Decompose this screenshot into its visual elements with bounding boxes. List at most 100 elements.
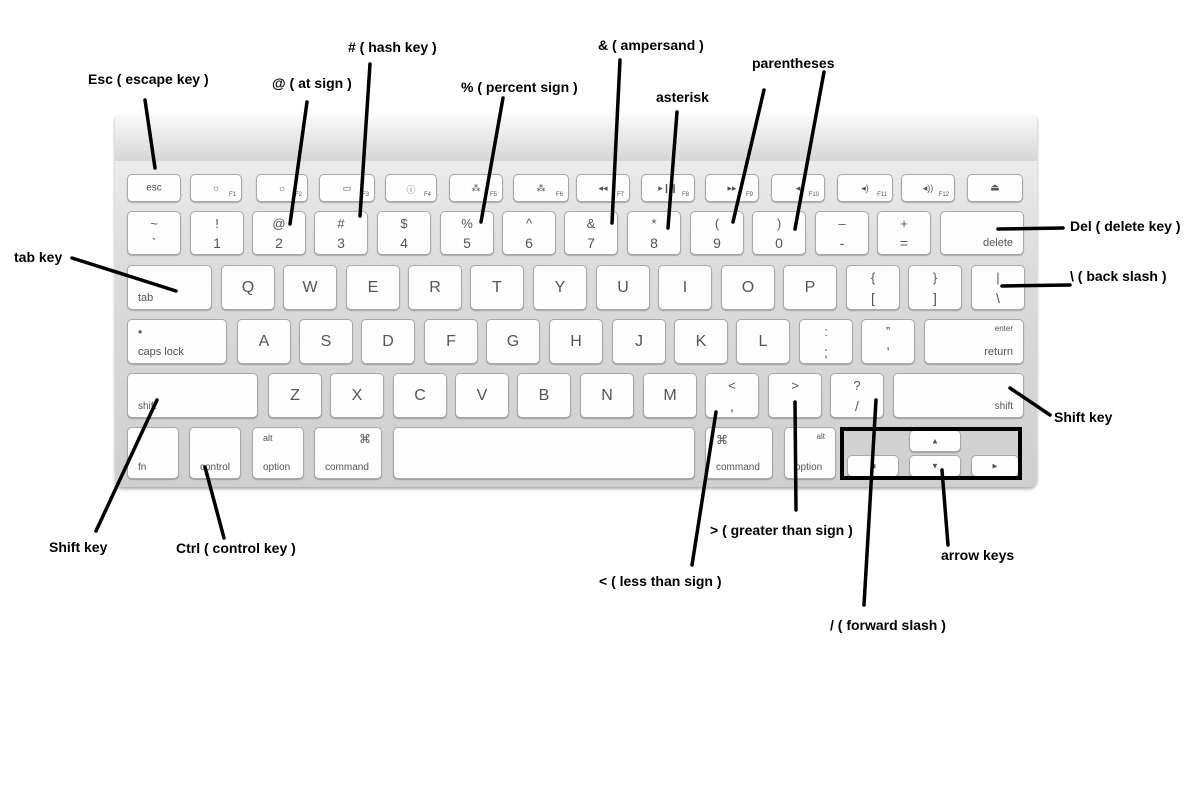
f7-key[interactable]: ◂◂F7 [576, 174, 630, 202]
number-row-key-1[interactable]: !1 [190, 211, 244, 255]
key-q[interactable]: Q [221, 265, 275, 310]
f12-key[interactable]: ◂))F12 [901, 174, 955, 202]
key-x[interactable]: X [330, 373, 384, 418]
number-row-key-12[interactable]: += [877, 211, 931, 255]
key-n[interactable]: N [580, 373, 634, 418]
key-i[interactable]: I [658, 265, 712, 310]
number-row-key-4[interactable]: $4 [377, 211, 431, 255]
number-row-key-5[interactable]: %5 [440, 211, 494, 255]
key-v[interactable]: V [455, 373, 509, 418]
key-legend: enter [994, 324, 1013, 333]
tab-key[interactable]: tab [127, 265, 212, 310]
control-key[interactable]: control [189, 427, 241, 479]
period-key[interactable]: >. [768, 373, 822, 418]
right-shift-key[interactable]: shift [893, 373, 1024, 418]
esc-key[interactable]: esc [127, 174, 181, 202]
key-o[interactable]: O [721, 265, 775, 310]
f1-key[interactable]: ☼F1 [190, 174, 242, 202]
leader-ctrl [203, 465, 226, 540]
right-command-key[interactable]: ⌘command [705, 427, 773, 479]
key-m[interactable]: M [643, 373, 697, 418]
f11-key[interactable]: ◂)F11 [837, 174, 893, 202]
f6-key[interactable]: ⁂F6 [513, 174, 569, 202]
key-e[interactable]: E [346, 265, 400, 310]
key-legend: N [601, 386, 613, 404]
key-fn-label: F8 [681, 192, 689, 198]
key-legend: Y [554, 278, 566, 296]
key-h[interactable]: H [549, 319, 603, 364]
key-k[interactable]: K [674, 319, 728, 364]
key-b[interactable]: B [517, 373, 571, 418]
bracket-right-key[interactable]: }] [908, 265, 962, 310]
quote-key[interactable]: ”’ [861, 319, 915, 364]
key-f[interactable]: F [424, 319, 478, 364]
key-legend: 0 [775, 235, 783, 251]
number-row-key-11[interactable]: –- [815, 211, 869, 255]
leader-forward-slash [862, 398, 878, 607]
key-y[interactable]: Y [533, 265, 587, 310]
number-row-key-3[interactable]: #3 [314, 211, 368, 255]
f8-key[interactable]: ▸❙❙F8 [641, 174, 695, 202]
key-legend: 1 [213, 235, 221, 251]
key-s[interactable]: S [299, 319, 353, 364]
key-legend: R [429, 278, 441, 296]
key-legend: caps lock [138, 346, 184, 358]
key-legend: # [337, 216, 345, 231]
semicolon-key[interactable]: :; [799, 319, 853, 364]
key-z[interactable]: Z [268, 373, 322, 418]
comma-key[interactable]: <, [705, 373, 759, 418]
key-d[interactable]: D [361, 319, 415, 364]
key-legend: \ [996, 290, 1000, 306]
left-command-key[interactable]: ⌘command [314, 427, 382, 479]
key-fn-label: F4 [423, 192, 431, 198]
key-g[interactable]: G [486, 319, 540, 364]
number-row-key-2[interactable]: @2 [252, 211, 306, 255]
number-row-key-7[interactable]: &7 [564, 211, 618, 255]
eject-key[interactable]: ⏏ [967, 174, 1023, 202]
key-legend: ( [714, 216, 720, 231]
arrow-keys-highlight-box [840, 427, 1022, 480]
key-p[interactable]: P [783, 265, 837, 310]
number-row-key-8[interactable]: *8 [627, 211, 681, 255]
leader-at [288, 100, 309, 226]
bracket-left-key[interactable]: {[ [846, 265, 900, 310]
caps-lock-key[interactable]: •caps lock [127, 319, 227, 364]
f9-key[interactable]: ▸▸F9 [705, 174, 759, 202]
fn-key[interactable]: fn [127, 427, 179, 479]
key-t[interactable]: T [470, 265, 524, 310]
number-row-key-0[interactable]: ~` [127, 211, 181, 255]
key-j[interactable]: J [612, 319, 666, 364]
space-bar[interactable] [393, 427, 695, 479]
leader-ampersand [610, 58, 622, 225]
delete-key[interactable]: delete [940, 211, 1024, 255]
key-fn-label: F11 [877, 192, 887, 198]
key-legend: - [839, 235, 845, 251]
key-w[interactable]: W [283, 265, 337, 310]
label-less-than-sign: < ( less than sign ) [599, 573, 722, 589]
key-r[interactable]: R [408, 265, 462, 310]
slash-key[interactable]: ?/ [830, 373, 884, 418]
key-legend: J [635, 332, 643, 350]
key-u[interactable]: U [596, 265, 650, 310]
key-l[interactable]: L [736, 319, 790, 364]
f2-key[interactable]: ☼F2 [256, 174, 308, 202]
f3-key[interactable]: ▭F3 [319, 174, 375, 202]
leader-hash [358, 62, 372, 218]
key-a[interactable]: A [237, 319, 291, 364]
leader-delete [996, 226, 1065, 231]
key-legend: control [200, 462, 231, 473]
f10-key[interactable]: ◂F10 [771, 174, 825, 202]
key-fn-label: F5 [489, 192, 497, 198]
label-esc-key: Esc ( escape key ) [88, 71, 209, 87]
left-shift-key[interactable]: shift [127, 373, 258, 418]
f5-icon: ⁂ [471, 183, 481, 193]
number-row-key-6[interactable]: ^6 [502, 211, 556, 255]
key-c[interactable]: C [393, 373, 447, 418]
f5-key[interactable]: ⁂ F5 [449, 174, 503, 202]
key-legend: 6 [525, 235, 533, 251]
